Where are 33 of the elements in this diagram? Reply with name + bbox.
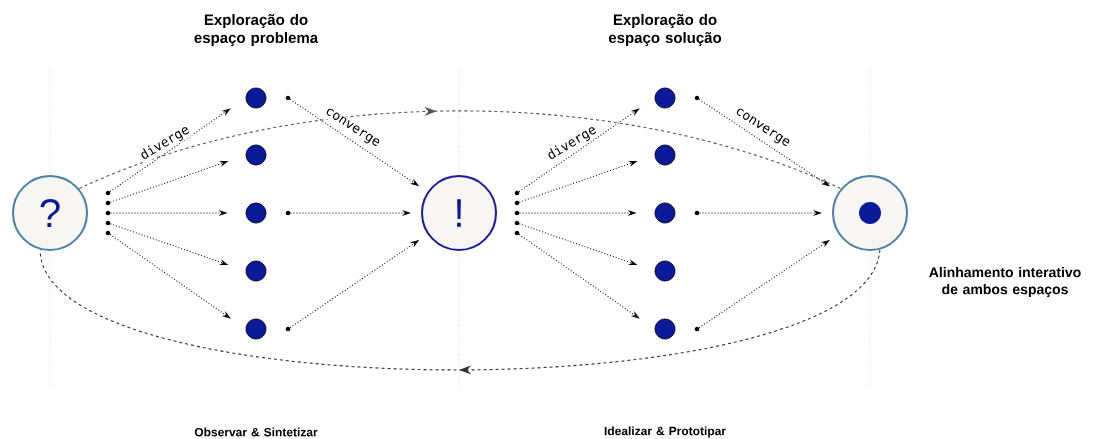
dot: [654, 144, 676, 166]
dot: [654, 318, 676, 340]
phase-label: Idealizar & Prototipar: [604, 426, 726, 438]
arrow: [109, 233, 231, 319]
target-circle: [832, 175, 908, 251]
arrow: [518, 233, 640, 319]
dot: [245, 260, 267, 282]
dot: [245, 144, 267, 166]
phase-label: Observar & Sintetizar: [194, 427, 318, 437]
arrow: [109, 223, 228, 266]
side-note: Alinhamento interativo de ambos espaços: [929, 267, 1081, 297]
dot: [654, 87, 676, 109]
arrow: [109, 160, 228, 203]
dot: [245, 318, 267, 340]
arrow: [518, 160, 637, 203]
dot: [245, 87, 267, 109]
arrow: [698, 98, 830, 187]
arrow: [110, 210, 227, 216]
section-title: Exploração do espaço problema: [194, 14, 319, 46]
arrow: [519, 210, 636, 216]
arrow: [518, 223, 637, 266]
arrow: [289, 240, 419, 329]
dot: [245, 202, 267, 224]
arrow: [109, 108, 230, 193]
arrow: [290, 210, 410, 216]
arrow: [699, 210, 821, 216]
dot: [654, 260, 676, 282]
arc-arrow: [39, 249, 881, 375]
arrow: [289, 98, 419, 186]
arrow: [518, 108, 639, 193]
dot: [654, 202, 676, 224]
section-title: Exploração do espaço solução: [608, 14, 722, 46]
arrow: [698, 240, 830, 329]
